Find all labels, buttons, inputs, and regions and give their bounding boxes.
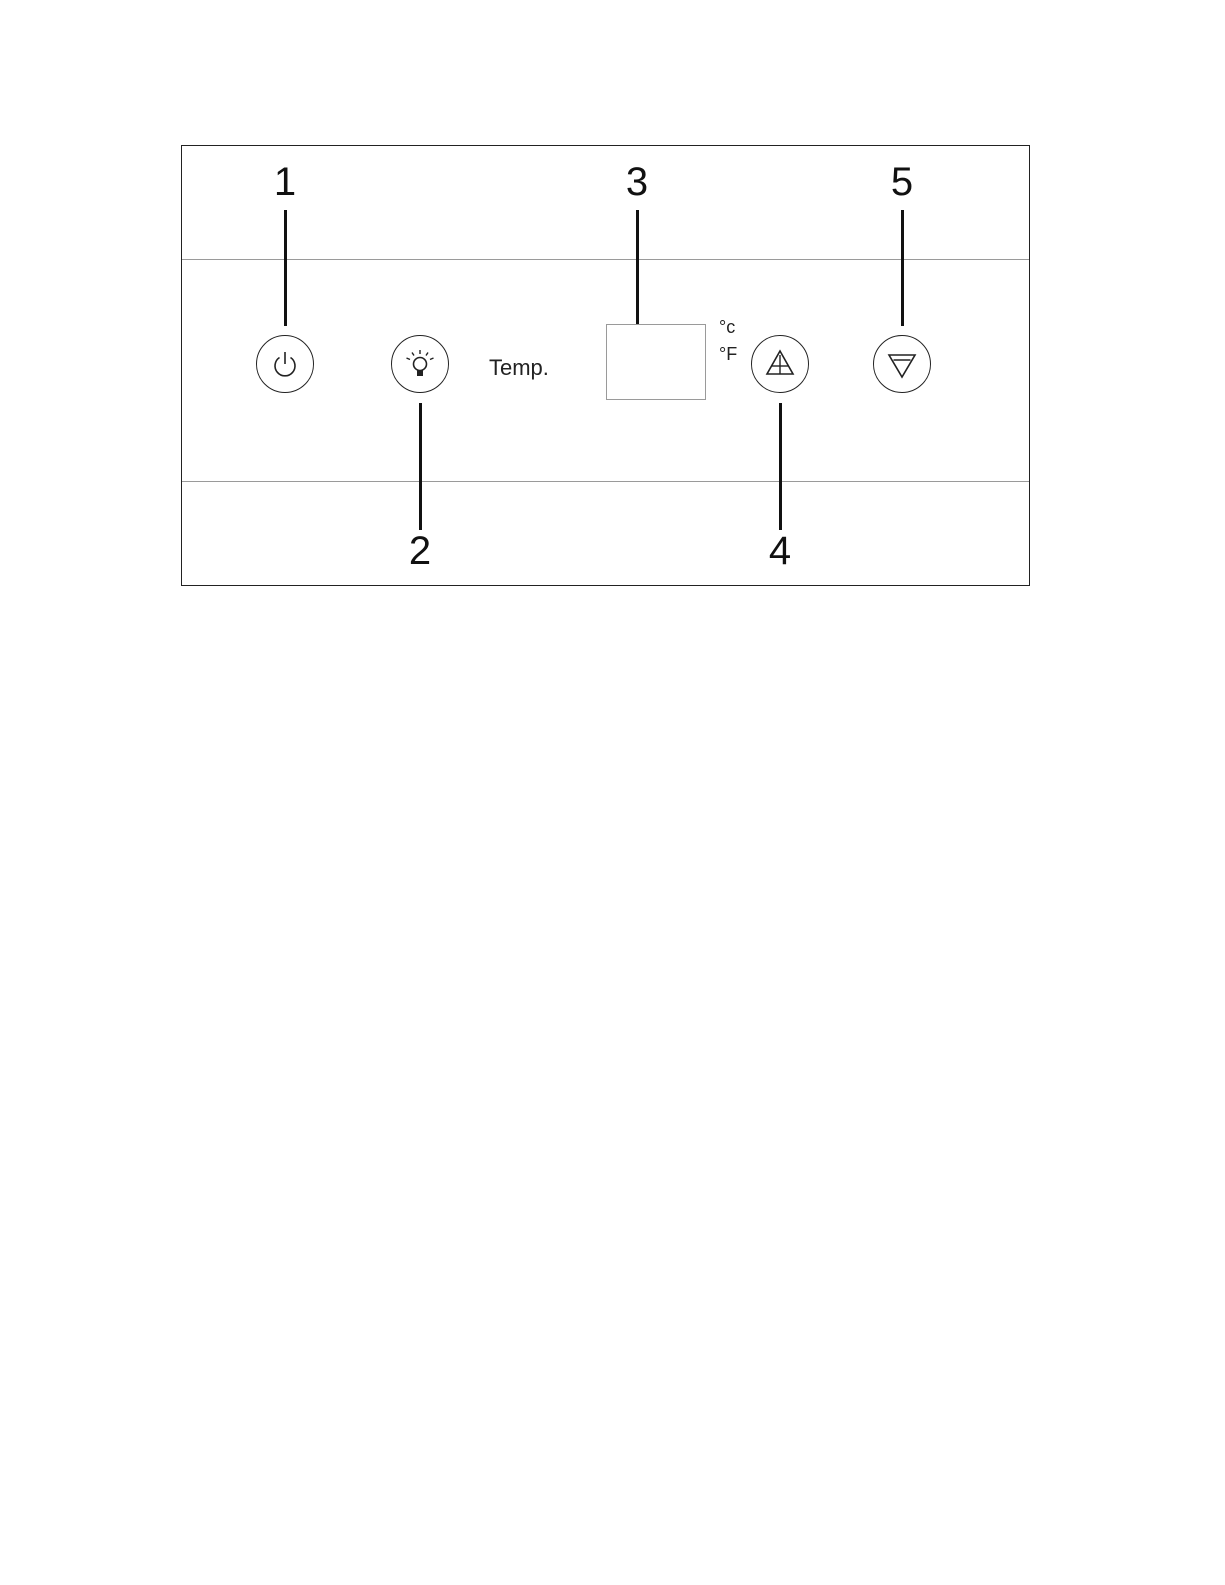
- leader-line-3: [636, 210, 639, 332]
- power-icon: [268, 347, 302, 381]
- leader-line-4: [779, 403, 782, 530]
- callout-number-2: 2: [400, 531, 440, 571]
- leader-line-2: [419, 403, 422, 530]
- temperature-display: [606, 324, 706, 400]
- power-button[interactable]: [256, 335, 314, 393]
- light-bulb-icon: [400, 344, 440, 384]
- callout-number-5: 5: [882, 162, 922, 202]
- control-panel: 1 3 5 Temp. °c °F: [181, 145, 1030, 586]
- temperature-up-button[interactable]: [751, 335, 809, 393]
- unit-celsius: °c: [719, 318, 735, 336]
- unit-fahrenheit: °F: [719, 345, 737, 363]
- callout-number-4: 4: [760, 531, 800, 571]
- leader-line-1: [284, 210, 287, 326]
- temperature-down-button[interactable]: [873, 335, 931, 393]
- callout-number-1: 1: [265, 162, 305, 202]
- down-triangle-icon: [884, 346, 920, 382]
- leader-line-5: [901, 210, 904, 326]
- temp-label: Temp.: [489, 357, 549, 379]
- callout-number-3: 3: [617, 162, 657, 202]
- up-triangle-icon: [762, 346, 798, 382]
- light-button[interactable]: [391, 335, 449, 393]
- panel-divider-bottom: [182, 481, 1029, 482]
